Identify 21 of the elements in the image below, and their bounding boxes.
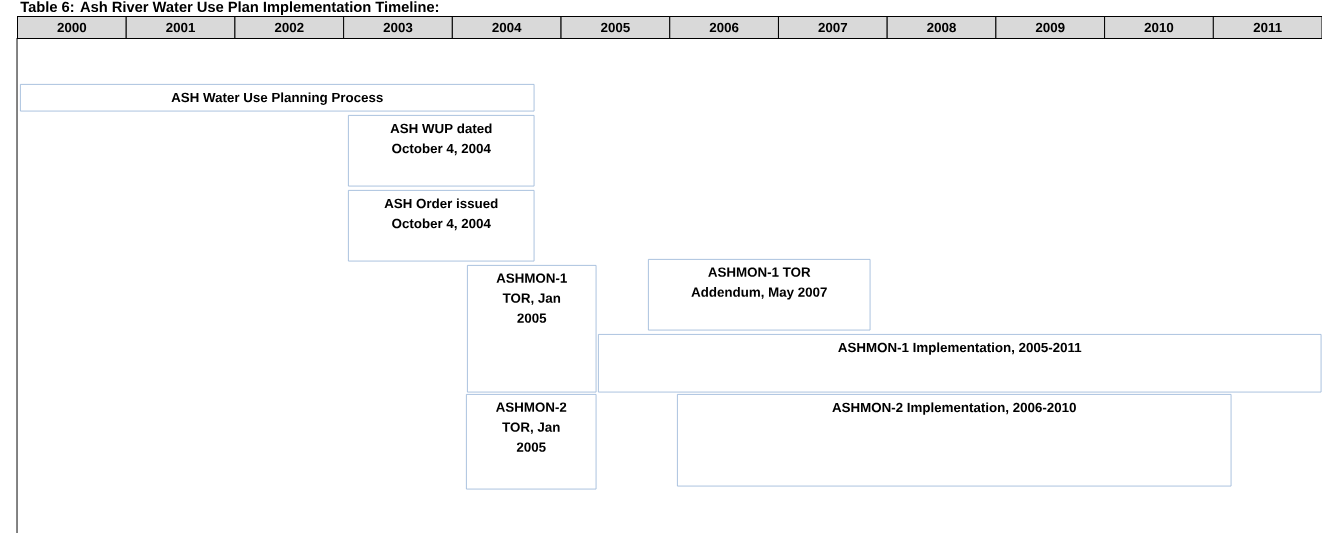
- header-cell: 2002: [234, 16, 345, 39]
- header-cell: 2001: [125, 16, 236, 39]
- timeline-bar: ASHMON-1 TOR Addendum, May 2007: [648, 259, 871, 331]
- header-cell: 2010: [1104, 16, 1214, 39]
- header-cell: 2008: [886, 16, 997, 39]
- header-cell: 2007: [777, 16, 888, 39]
- timeline-bar: ASHMON-2 TOR, Jan 2005: [466, 394, 597, 490]
- header-cell: 2006: [669, 16, 779, 39]
- header-cell: 2004: [451, 16, 562, 39]
- header-cell: 2009: [995, 16, 1106, 39]
- header-cell: 2003: [343, 16, 453, 39]
- header-cell: 2000: [17, 16, 127, 39]
- timeline-bar: ASHMON-1 Implementation, 2005-2011: [598, 334, 1322, 393]
- header-cell: 2011: [1212, 16, 1322, 39]
- timeline-bar: ASH WUP dated October 4, 2004: [348, 115, 535, 187]
- timeline-bar: ASH Water Use Planning Process: [20, 84, 535, 112]
- timeline-bar: ASH Order issued October 4, 2004: [348, 190, 535, 262]
- table-title: Table 6: Ash River Water Use Plan Implementation Timeline:: [20, 1, 439, 15]
- header-cell: 2005: [560, 16, 671, 39]
- timeline-bar: ASHMON-1 TOR, Jan 2005: [467, 265, 597, 393]
- timeline-bar: ASHMON-2 Implementation, 2006-2010: [677, 394, 1232, 487]
